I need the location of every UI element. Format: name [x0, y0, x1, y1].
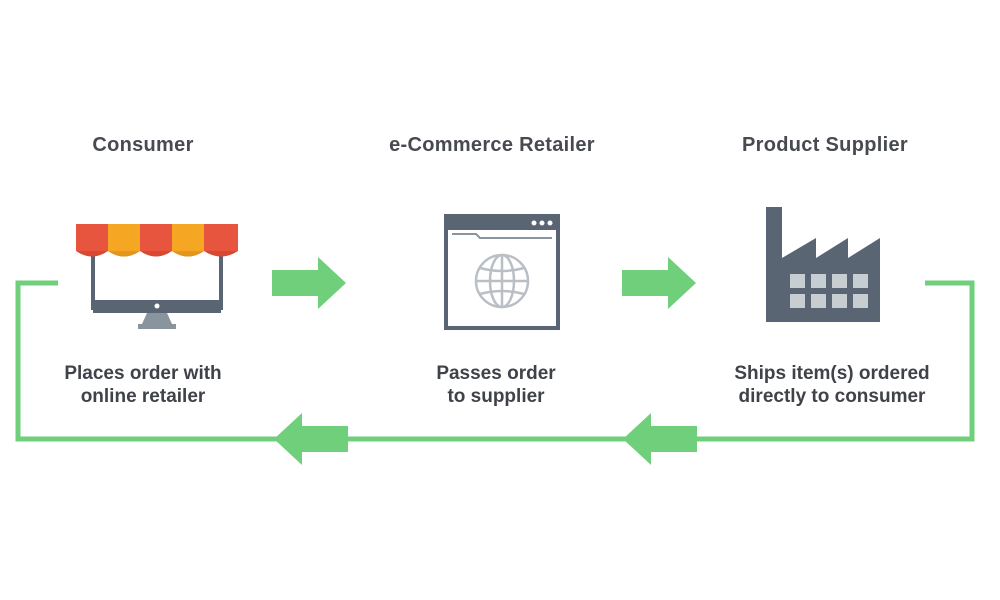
supplier-caption: Ships item(s) ordered directly to consum…: [672, 362, 992, 408]
supplier-title: Product Supplier: [742, 134, 908, 156]
arrow-consumer-to-retailer: [272, 257, 346, 309]
retailer-caption: Passes order to supplier: [336, 362, 656, 408]
arrow-retailer-to-supplier: [622, 257, 696, 309]
arrow-return-supplier-side: [623, 413, 697, 465]
retailer-caption-line2: to supplier: [447, 386, 545, 407]
return-flow-line: [15, 280, 975, 442]
storefront-computer-icon: [76, 224, 238, 329]
consumer-caption-line2: online retailer: [80, 386, 206, 407]
consumer-caption: Places order with online retailer: [0, 362, 303, 408]
arrow-return-consumer-side: [274, 413, 348, 465]
supplier-caption-line1: Ships item(s) ordered: [734, 363, 930, 384]
consumer-caption-line1: Places order with: [64, 363, 222, 384]
retailer-title: e-Commerce Retailer: [389, 134, 595, 156]
retailer-caption-line1: Passes order: [436, 363, 556, 384]
supplier-caption-line2: directly to consumer: [738, 386, 926, 407]
browser-globe-icon: [444, 214, 560, 330]
consumer-title: Consumer: [92, 134, 194, 156]
factory-icon: [766, 207, 880, 322]
